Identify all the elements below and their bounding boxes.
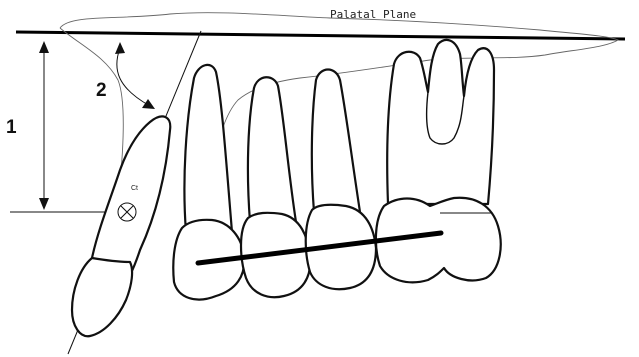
ct-label: Ct xyxy=(131,185,138,192)
premolar-1-root xyxy=(248,77,296,222)
palatal-plane-line xyxy=(16,32,625,39)
premolar-2-root xyxy=(312,70,360,213)
measure-1-arrowhead-top xyxy=(39,41,49,53)
measure-2-label: 2 xyxy=(96,80,107,101)
molar-roots xyxy=(387,40,494,204)
measure-2-arrowhead-bottom xyxy=(142,99,155,109)
incisor-crown-tip xyxy=(72,258,132,336)
canine-root xyxy=(184,65,232,232)
measure-2-arrowhead-top xyxy=(115,42,125,54)
measure-1-arrowhead-bottom xyxy=(39,198,49,210)
measure-1-label: 1 xyxy=(6,117,17,138)
